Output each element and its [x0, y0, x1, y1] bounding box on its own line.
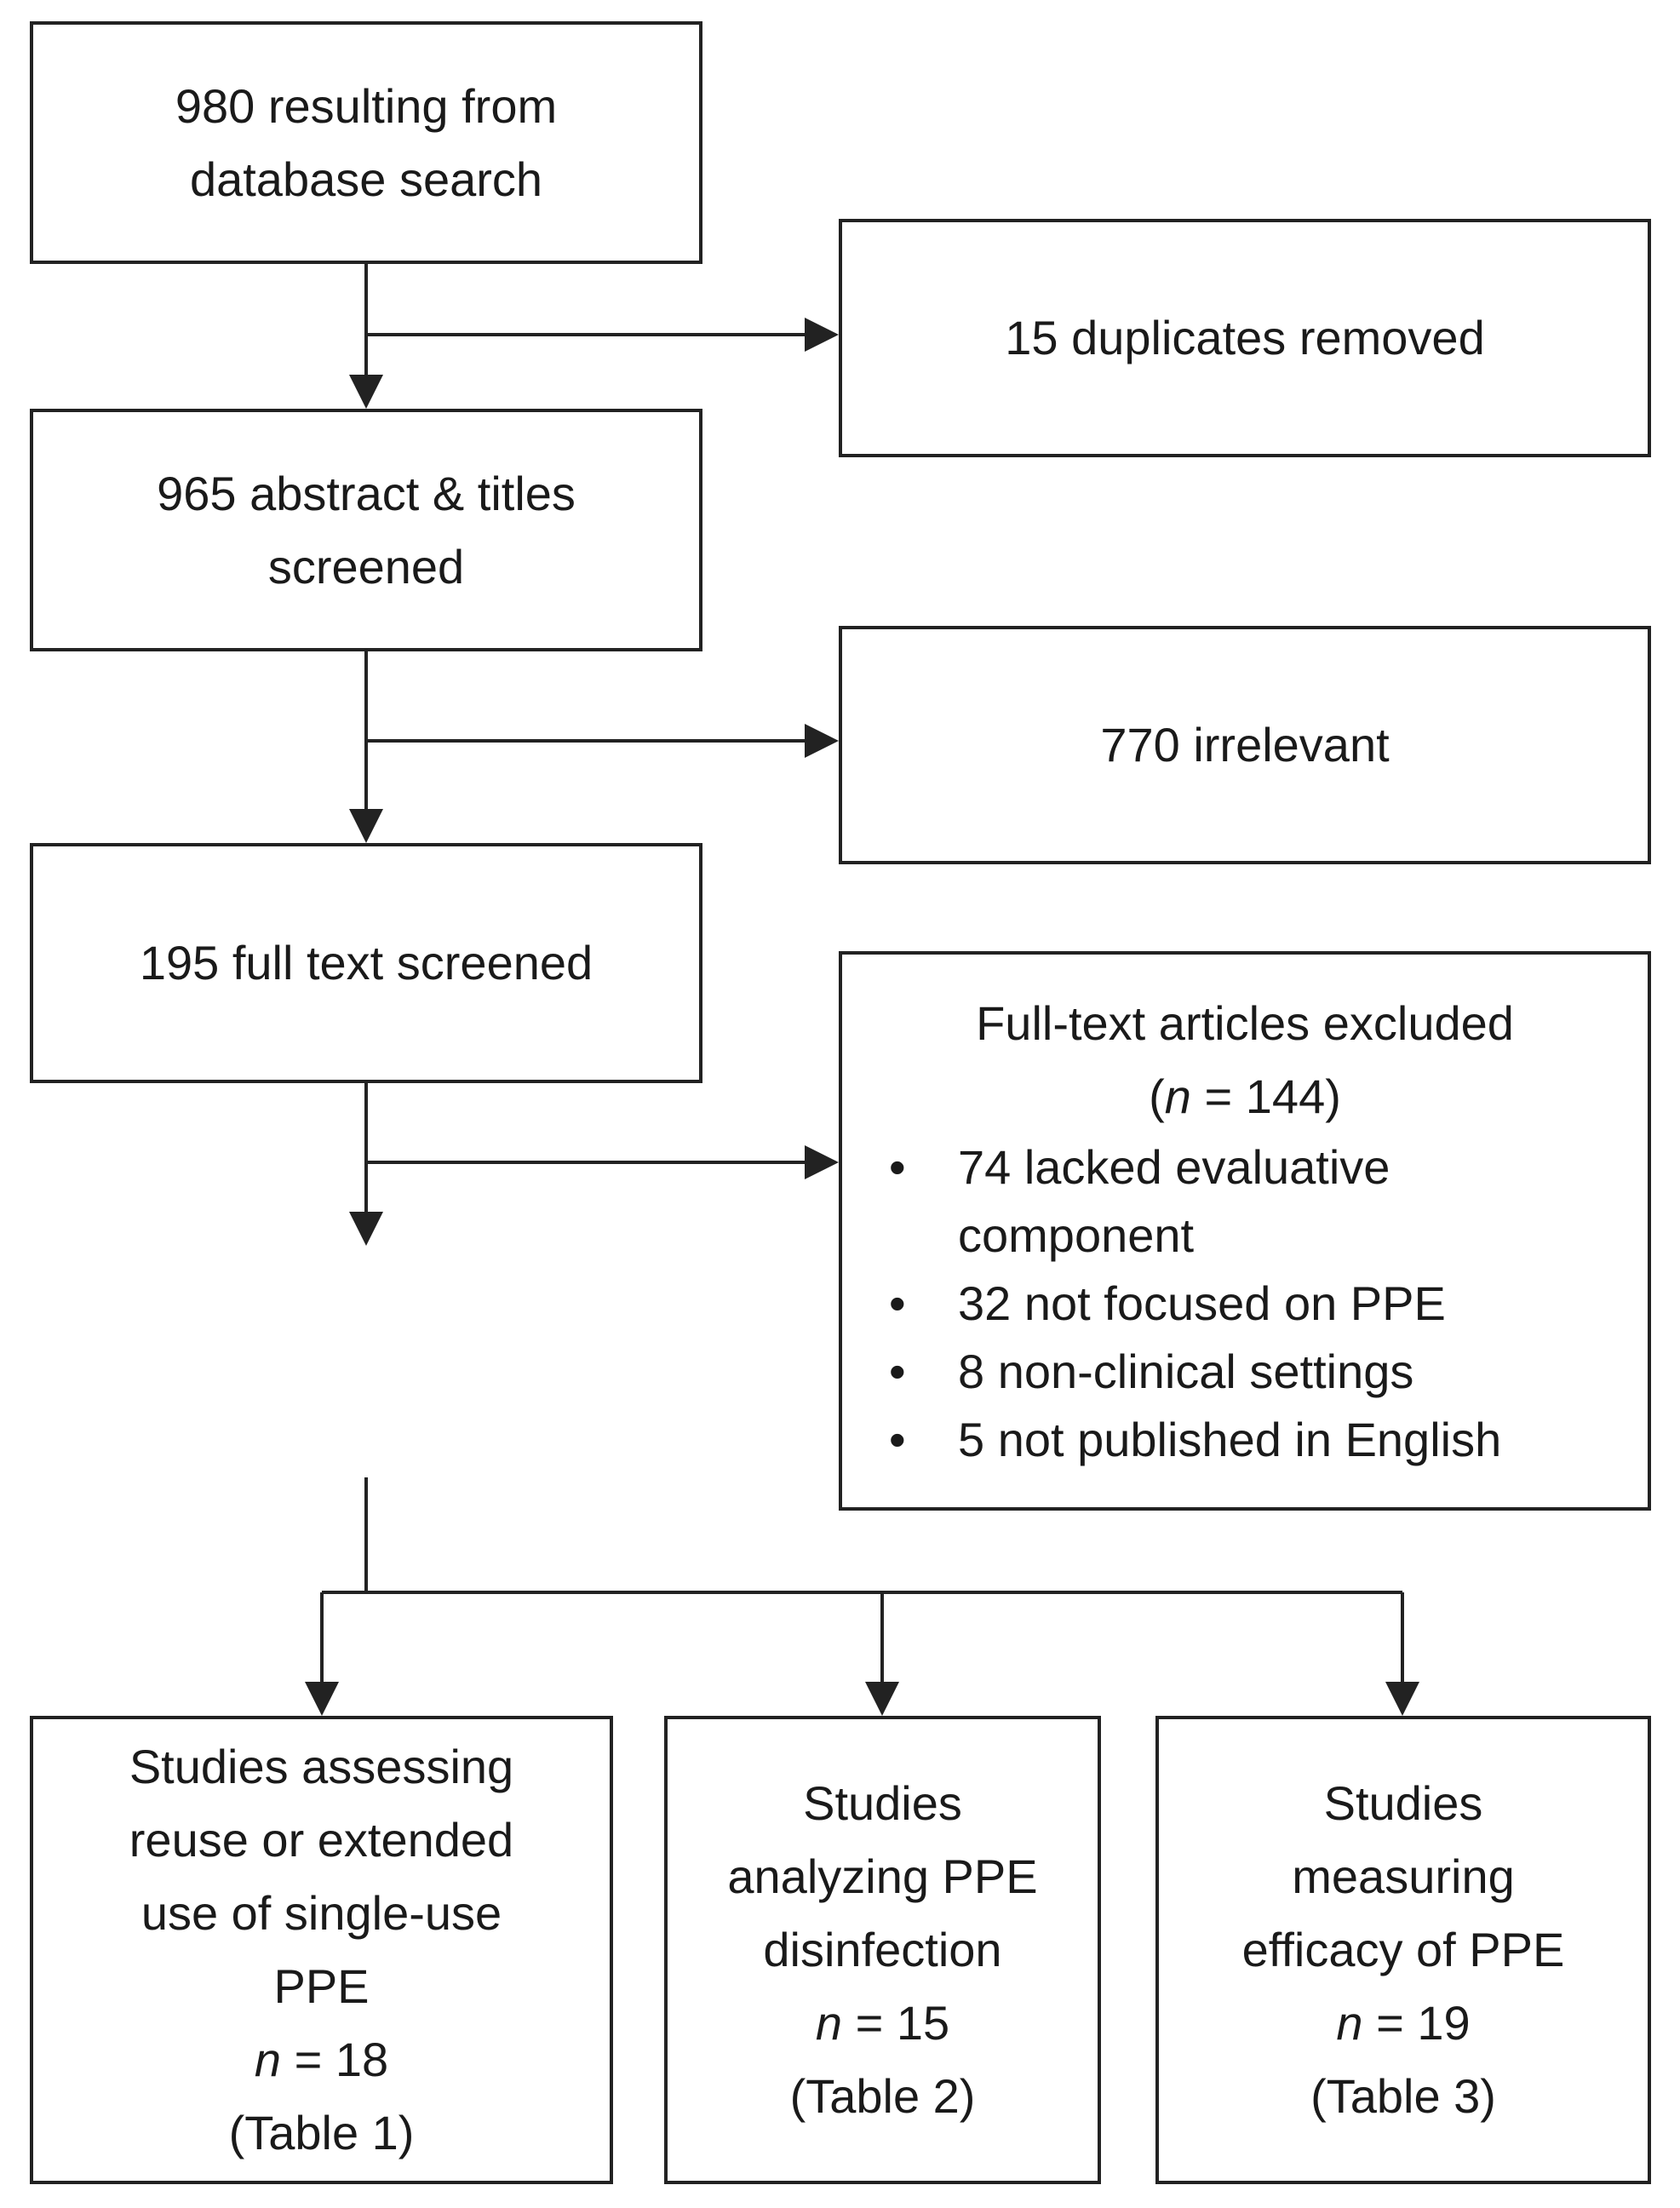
bullet-icon: •	[889, 1413, 906, 1466]
table-reference: (Table 3)	[1310, 2069, 1496, 2123]
box-text: Studies	[1323, 1776, 1483, 1830]
list-item: • 8 non-clinical settings	[842, 1338, 1648, 1406]
box-text: Studies assessing	[129, 1740, 514, 1793]
list-item: • 32 not focused on PPE	[842, 1270, 1648, 1338]
box-studies-disinfection: Studies analyzing PPE disinfection n = 1…	[664, 1716, 1101, 2184]
exclusion-reasons-list: • 74 lacked evaluative component • 32 no…	[842, 1133, 1648, 1474]
list-item: • 5 not published in English	[842, 1406, 1648, 1474]
box-full-text-excluded: Full-text articles excluded (n = 144) • …	[839, 951, 1651, 1511]
box-text: disinfection	[763, 1923, 1002, 1976]
box-text: 980 resulting from	[175, 78, 558, 133]
box-text: PPE	[273, 1959, 370, 2013]
box-text: 15 duplicates removed	[1005, 311, 1485, 364]
box-studies-efficacy: Studies measuring efficacy of PPE n = 19…	[1155, 1716, 1651, 2184]
bullet-icon: •	[889, 1276, 906, 1330]
box-full-text-screened: 195 full text screened	[30, 843, 702, 1083]
box-text: 770 irrelevant	[1100, 718, 1390, 771]
study-count: n = 18	[254, 2033, 389, 2086]
box-text: Studies	[803, 1776, 962, 1830]
box-text: 965 abstract & titles	[157, 466, 576, 520]
box-text: measuring	[1292, 1850, 1515, 1903]
box-text: screened	[267, 539, 465, 594]
box-abstracts-screened: 965 abstract & titles screened	[30, 409, 702, 651]
box-text: 195 full text screened	[139, 936, 593, 989]
box-text: database search	[189, 152, 543, 206]
bullet-icon: •	[889, 1345, 906, 1398]
box-database-search: 980 resulting from database search	[30, 21, 702, 264]
box-duplicates-removed: 15 duplicates removed	[839, 219, 1651, 457]
study-count: n = 19	[1336, 1996, 1471, 2050]
box-text: efficacy of PPE	[1241, 1923, 1565, 1976]
box-text: use of single-use	[140, 1886, 502, 1940]
table-reference: (Table 1)	[228, 2106, 415, 2159]
box-text: analyzing PPE	[727, 1850, 1038, 1903]
box-irrelevant: 770 irrelevant	[839, 626, 1651, 864]
bullet-icon: •	[889, 1140, 906, 1194]
excluded-count: (n = 144)	[1149, 1070, 1341, 1123]
table-reference: (Table 2)	[789, 2069, 976, 2123]
study-count: n = 15	[815, 1996, 950, 2050]
excluded-title: Full-text articles excluded	[976, 996, 1514, 1050]
box-studies-reuse: Studies assessing reuse or extended use …	[30, 1716, 613, 2184]
box-text: reuse or extended	[129, 1813, 514, 1867]
list-item: • 74 lacked evaluative component	[842, 1133, 1648, 1270]
